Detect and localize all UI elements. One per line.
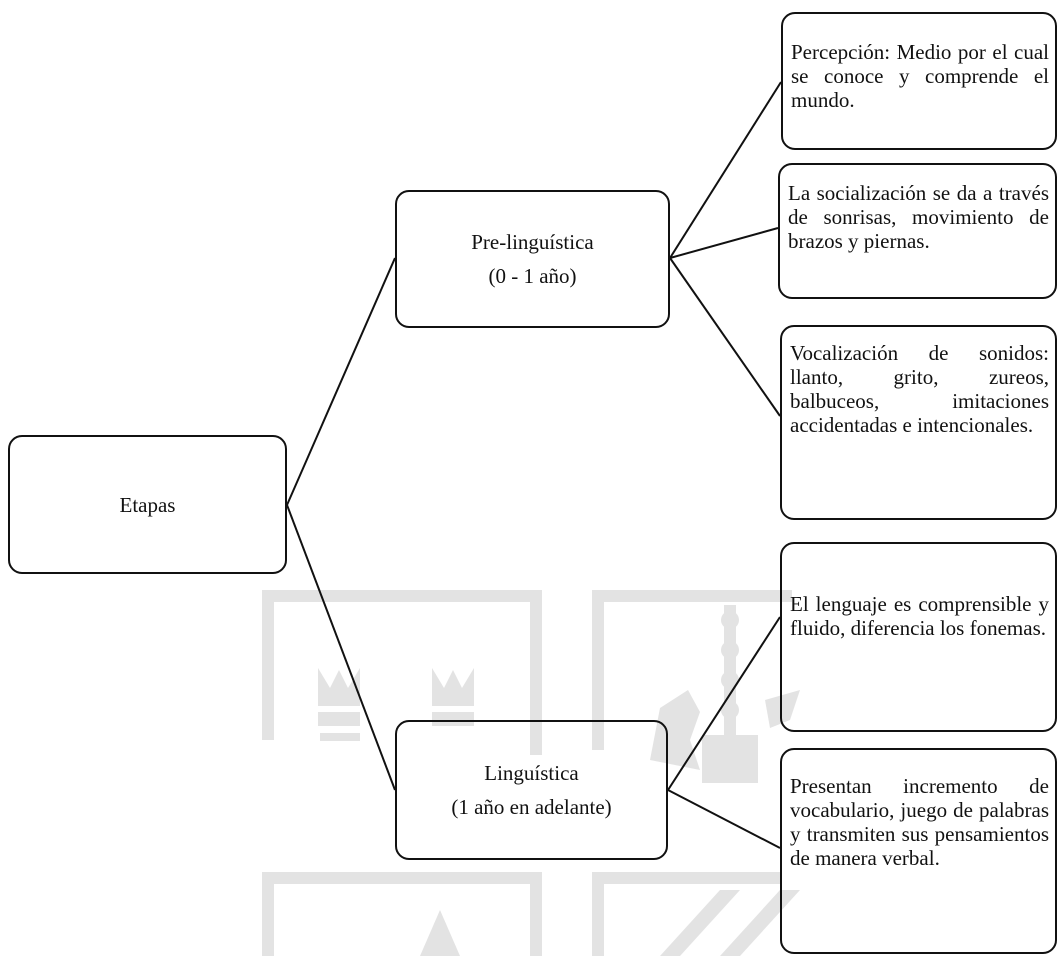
stage-title: Linguística xyxy=(484,761,579,785)
connector-pre-percepcion xyxy=(669,81,782,259)
detail-node-socializacion: La socialización se da a través de sonri… xyxy=(778,163,1057,299)
detail-text: Percepción: Medio por el cual se conoce … xyxy=(791,40,1049,112)
stage-title: Pre-linguística xyxy=(471,230,594,254)
stage-node-prelinguistica: Pre-linguística (0 - 1 año) xyxy=(395,190,670,328)
root-node-label: Etapas xyxy=(119,492,176,517)
connector-ling-lenguaje xyxy=(667,616,781,791)
connector-root-prelinguistica xyxy=(286,257,396,506)
connector-pre-vocalizacion xyxy=(669,257,781,417)
detail-text: Presentan incremento de vocabulario, jue… xyxy=(790,774,1049,870)
detail-node-percepcion: Percepción: Medio por el cual se conoce … xyxy=(781,12,1057,150)
connector-pre-socializacion xyxy=(669,227,779,259)
detail-node-vocalizacion: Vocalización de sonidos: llanto, grito, … xyxy=(780,325,1057,520)
connector-root-linguistica xyxy=(286,504,396,791)
detail-node-lenguaje: El lenguaje es comprensible y fluido, di… xyxy=(780,542,1057,732)
detail-node-vocabulario: Presentan incremento de vocabulario, jue… xyxy=(780,748,1057,954)
detail-text: La socialización se da a través de sonri… xyxy=(788,181,1049,253)
stage-node-linguistica: Linguística (1 año en adelante) xyxy=(395,720,668,860)
stage-range: (0 - 1 año) xyxy=(488,264,577,288)
connector-ling-vocabulario xyxy=(667,789,781,849)
detail-text: El lenguaje es comprensible y fluido, di… xyxy=(790,592,1049,640)
stage-range: (1 año en adelante) xyxy=(451,795,612,819)
root-node-etapas: Etapas xyxy=(8,435,287,574)
detail-text: Vocalización de sonidos: llanto, grito, … xyxy=(790,341,1049,437)
